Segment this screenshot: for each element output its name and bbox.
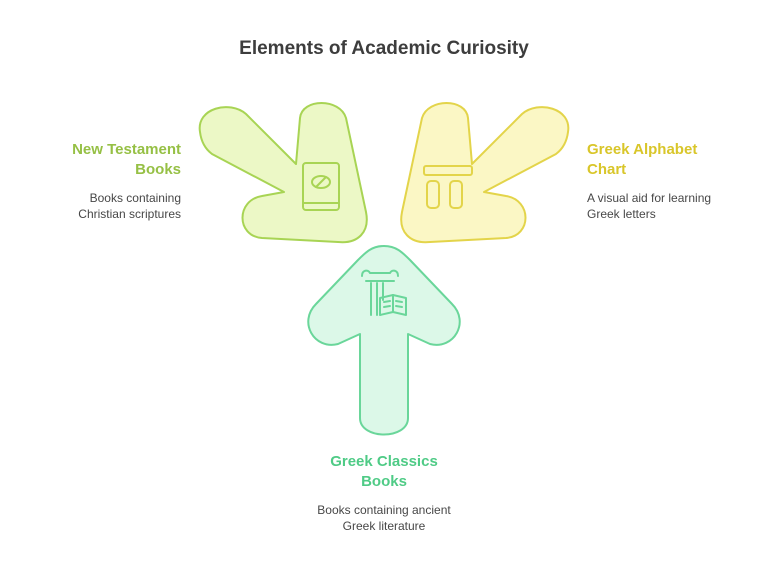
- greek-classics-arrow-shape: [307, 245, 461, 436]
- greek-pillars-icon: [423, 165, 473, 209]
- greek-alphabet-desc-line1: A visual aid for learning: [587, 191, 712, 205]
- greek-alphabet-heading-line1: Greek Alphabet: [587, 141, 698, 158]
- new-testament-heading-line1: New Testament: [72, 141, 181, 158]
- new-testament-desc-line1: Books containing: [89, 191, 181, 205]
- new-testament-label: New Testament Books Books containing Chr…: [20, 140, 181, 222]
- page-title: Elements of Academic Curiosity: [239, 38, 529, 59]
- new-testament-heading-line2: Books: [135, 161, 181, 178]
- greek-classics-arrow: [307, 245, 461, 436]
- new-testament-heading: New Testament Books: [20, 140, 181, 180]
- column-book-icon: [361, 269, 407, 316]
- book-icon: [302, 162, 340, 211]
- greek-classics-label: Greek Classics Books Books containing an…: [264, 452, 504, 534]
- greek-classics-heading-line1: Greek Classics: [330, 453, 438, 470]
- greek-alphabet-heading-line2: Chart: [587, 161, 627, 178]
- greek-alphabet-arrow: [400, 102, 570, 244]
- greek-classics-heading-line2: Books: [361, 473, 407, 490]
- greek-alphabet-desc-line2: Greek letters: [587, 207, 656, 221]
- new-testament-desc-line2: Christian scriptures: [78, 207, 181, 221]
- greek-alphabet-label: Greek Alphabet Chart A visual aid for le…: [587, 140, 757, 222]
- new-testament-arrow-shape: [198, 102, 368, 244]
- greek-alphabet-heading: Greek Alphabet Chart: [587, 140, 757, 180]
- greek-classics-heading: Greek Classics Books: [264, 452, 504, 492]
- greek-alphabet-arrow-shape: [400, 102, 570, 244]
- greek-classics-desc-line2: Greek literature: [342, 519, 426, 533]
- new-testament-arrow: [198, 102, 368, 244]
- greek-classics-desc-line1: Books containing ancient: [317, 503, 451, 517]
